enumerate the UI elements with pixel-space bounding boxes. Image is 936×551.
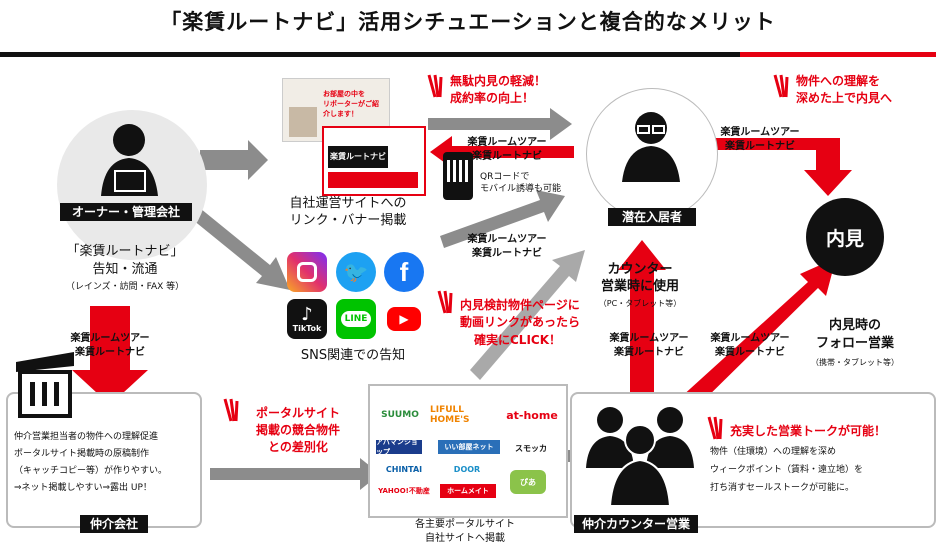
site-thumb-1-text: お部屋の中を リポーターがご紹介します！	[323, 90, 379, 118]
hand-pointer-icon	[223, 398, 239, 422]
broker-label: 仲介会社	[80, 515, 148, 533]
callout-page-2: 動画リンクがあったら	[460, 315, 581, 329]
site-tools-label-1: 楽賃ルームツアー	[467, 137, 547, 148]
site-thumb-2-text: 楽賃ルートナビ	[328, 146, 388, 168]
qr-line-2: モバイル誘導も可能	[480, 184, 562, 194]
callout-portal-1: ポータルサイト	[255, 406, 340, 420]
owner-tools-label-1: 楽賃ルームツアー	[70, 333, 150, 344]
counter-note: （PC・タブレット等）	[598, 299, 682, 308]
naiken-circle: 内見	[806, 198, 884, 276]
portal-logo-homemate: ホームメイト	[440, 484, 496, 498]
broker-line-1: 仲介営業担当者の物件への理解促進	[14, 432, 159, 442]
qr-line-1: QRコードで	[480, 172, 530, 182]
hand-pointer-icon	[437, 290, 453, 314]
arrow-site-to-resident	[428, 108, 572, 140]
arrow-portal-to-resident	[470, 250, 585, 380]
arrow-owner-to-broker	[72, 306, 148, 405]
site-thumb-2-banner	[328, 172, 418, 188]
phone-icon	[443, 152, 473, 200]
portal-logo-chintai: CHINTAI	[385, 464, 423, 474]
callout-muda-2: 成約率の向上！	[450, 91, 535, 105]
counter-title: カウンター	[607, 262, 673, 277]
sales-team-icon	[586, 407, 694, 507]
followup-line-2: フォロー営業	[815, 336, 894, 351]
title-rule-red	[740, 52, 936, 57]
followup-line-1: 内見時の	[828, 318, 881, 333]
hand-pointer-icon	[773, 74, 789, 98]
arrow-broker-to-portal	[210, 458, 380, 490]
resident-tools-label-2: 楽賃ルートナビ	[725, 141, 795, 152]
broker-line-3: （キャッチコピー等）が作りやすい。	[14, 466, 168, 476]
callout-page-1: 内見検討物件ページに	[460, 298, 580, 312]
callout-rikai-2: 深めた上で内見へ	[796, 91, 893, 105]
tiktok-icon[interactable]: ♪TikTok	[287, 299, 327, 339]
callout-page-3: 確実にCLICK！	[474, 333, 562, 347]
owner-tools-label-2: 楽賃ルートナビ	[75, 347, 145, 358]
counter-sales-line-3: 打ち消すセールストークが可能に。	[710, 483, 855, 493]
site-caption-1: 自社運営サイトへの	[289, 196, 407, 211]
callout-rikai-1: 物件への理解を	[796, 74, 881, 88]
broker-line-4: ⇒ネット掲載しやすい⇒露出 UP！	[14, 483, 152, 493]
callout-talk: 充実した営業トークが可能！	[730, 424, 887, 438]
owner-person-icon	[101, 124, 158, 196]
portal-logo-homes: LIFULL HOME'S	[430, 405, 470, 425]
arrow-counter-to-naiken	[680, 258, 836, 410]
arrow-sns-to-resident	[440, 190, 565, 248]
qr-code-icon	[447, 160, 469, 182]
twitter-icon[interactable]: 🐦	[336, 252, 376, 292]
callout-portal-2: 掲載の競合物件	[255, 423, 340, 437]
counter-tools-label-1: 楽賃ルームツアー	[609, 333, 689, 344]
counter-sub: 営業時に使用	[600, 279, 679, 294]
site-caption-2: リンク・バナー掲載	[289, 213, 407, 228]
title-rule-black	[0, 52, 740, 57]
arrow-owner-to-site	[200, 140, 268, 180]
portal-logo-suumo: SUUMO	[381, 410, 419, 420]
callout-muda-1: 無駄内見の軽減！	[450, 74, 547, 88]
portal-caption-2: 自社サイトへ掲載	[425, 533, 505, 544]
counter-sales-line-1: 物件（住環境）への理解を深め	[710, 447, 837, 457]
hand-pointer-icon	[707, 416, 723, 440]
followup-tools-label-1: 楽賃ルームツアー	[710, 333, 790, 344]
followup-tools-label-2: 楽賃ルートナビ	[715, 347, 785, 358]
hand-pointer-icon	[427, 74, 443, 98]
line-icon[interactable]: LINE	[336, 299, 376, 339]
arrow-counter-to-resident	[618, 240, 666, 395]
portal-logo-iiheya: いい部屋ネット	[438, 440, 500, 454]
reporter-photo	[289, 107, 317, 137]
page-title: 「楽賃ルートナビ」活用シチュエーションと複合的なメリット	[160, 10, 776, 34]
sns-tools-label-1: 楽賃ルームツアー	[467, 234, 547, 245]
portal-logo-smocca: スモッカ	[515, 443, 547, 453]
portal-logo-door: DOOR	[453, 464, 481, 474]
building-icon	[16, 352, 74, 418]
arrow-owner-to-sns	[182, 200, 290, 290]
owner-notify-sub: 告知・流通	[92, 262, 158, 277]
counter-sales-label: 仲介カウンター営業	[574, 515, 698, 533]
arrow-resident-to-site	[430, 136, 574, 168]
portal-caption-1: 各主要ポータルサイト	[415, 519, 515, 530]
owner-notify-note: （レインズ・訪問・FAX 等）	[65, 282, 185, 292]
facebook-icon[interactable]: f	[384, 252, 424, 292]
resident-person-icon	[622, 112, 680, 182]
sns-tools-label-2: 楽賃ルートナビ	[472, 248, 542, 259]
resident-label: 潜在入居者	[608, 208, 696, 226]
resident-tools-label-1: 楽賃ルームツアー	[720, 127, 800, 138]
callout-portal-3: との差別化	[268, 440, 328, 454]
youtube-icon[interactable]: ▶	[384, 299, 424, 339]
site-thumbnail-2: 楽賃ルートナビ	[322, 126, 426, 196]
portal-logo-pia: ぴあ	[510, 470, 546, 494]
owner-label: オーナー・管理会社	[60, 203, 192, 221]
portal-logo-apaman: アパマンショップ	[376, 438, 422, 456]
counter-tools-label-2: 楽賃ルートナビ	[614, 347, 684, 358]
instagram-icon[interactable]	[287, 252, 327, 292]
owner-notify-title: 「楽賃ルートナビ」	[66, 244, 184, 259]
followup-note: （携帯・タブレット等）	[811, 358, 899, 367]
broker-line-2: ポータルサイト掲載時の原稿制作	[14, 449, 150, 459]
site-tools-label-2: 楽賃ルートナビ	[472, 151, 542, 162]
sns-caption: SNS関連での告知	[300, 348, 406, 363]
portal-logo-athome: at-home	[506, 408, 558, 422]
portal-logo-yahoo: YAHOO!不動産	[378, 487, 430, 495]
counter-sales-line-2: ウィークポイント（賃料・遠立地）を	[710, 465, 864, 475]
